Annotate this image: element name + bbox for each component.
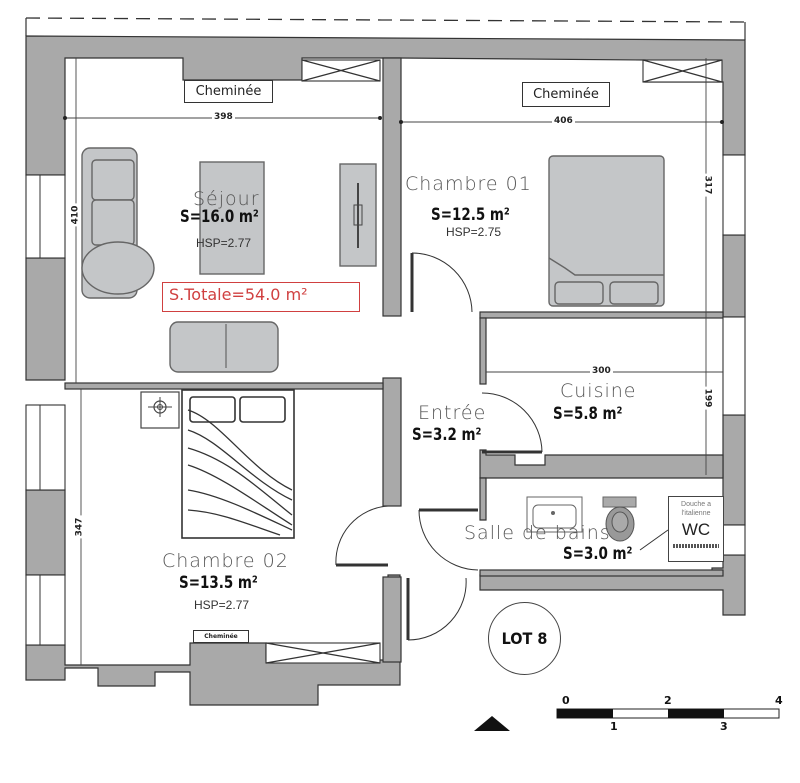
entree-area: S=3.2 m² bbox=[412, 425, 482, 445]
doors bbox=[335, 252, 543, 641]
shower-note-line2: l'italienne bbox=[681, 510, 711, 517]
cuisine-name: Cuisine bbox=[560, 380, 637, 402]
sdb-name: Salle de bains bbox=[464, 522, 611, 544]
shower-note-line1: Douche a bbox=[681, 501, 711, 508]
sejour-furniture bbox=[81, 147, 377, 373]
roofline-dashed bbox=[25, 17, 746, 40]
exterior-walls bbox=[25, 35, 746, 706]
scale-bar bbox=[556, 708, 780, 719]
scale-tick-2: 2 bbox=[664, 694, 672, 707]
chambre02-name: Chambre 02 bbox=[162, 550, 289, 572]
entree-name: Entrée bbox=[418, 402, 487, 424]
sejour-width-dim: 398 bbox=[212, 112, 235, 122]
chambre02-fireplace-label: Cheminée bbox=[193, 630, 249, 643]
scale-tick-4: 4 bbox=[775, 694, 783, 707]
north-arrow-icon bbox=[474, 716, 510, 731]
scale-tick-1: 1 bbox=[610, 720, 618, 733]
cuisine-area: S=5.8 m² bbox=[553, 404, 623, 424]
sejour-area: S=16.0 m² bbox=[180, 207, 259, 227]
ventilation-shafts bbox=[265, 59, 723, 664]
chambre01-fireplace-label: Cheminée bbox=[522, 82, 610, 107]
chambre01-hsp: HSP=2.75 bbox=[446, 225, 502, 239]
total-area-label: S.Totale=54.0 m² bbox=[162, 282, 360, 312]
wc-symbol: WC bbox=[681, 520, 711, 539]
bathroom-fixtures bbox=[526, 496, 669, 551]
windows bbox=[25, 154, 746, 646]
sejour-hsp: HSP=2.77 bbox=[196, 236, 252, 250]
interior-walls bbox=[64, 57, 724, 663]
sejour-height-dim: 410 bbox=[70, 203, 81, 227]
chambre02-height-dim: 347 bbox=[74, 515, 85, 539]
chambre01-area: S=12.5 m² bbox=[431, 205, 510, 225]
shower-drain-icon bbox=[673, 544, 719, 548]
lot-badge: LOT 8 bbox=[488, 602, 561, 675]
chambre01-bed bbox=[548, 155, 665, 307]
cuisine-height-dim: 199 bbox=[702, 386, 713, 410]
scale-tick-0: 0 bbox=[562, 694, 570, 707]
chambre01-height-dim: 317 bbox=[702, 173, 713, 197]
chambre01-name: Chambre 01 bbox=[405, 173, 532, 195]
chambre02-bed bbox=[140, 389, 295, 539]
scale-tick-3: 3 bbox=[720, 720, 728, 733]
cuisine-width-dim: 300 bbox=[590, 366, 613, 376]
chambre02-hsp: HSP=2.77 bbox=[194, 598, 250, 612]
sejour-name: Séjour bbox=[193, 188, 260, 210]
sejour-fireplace-label: Cheminée bbox=[184, 80, 273, 103]
shower-italian-box: Douche a l'italienne WC bbox=[668, 496, 724, 562]
chambre02-area: S=13.5 m² bbox=[179, 573, 258, 593]
chambre01-width-dim: 406 bbox=[552, 116, 575, 126]
sdb-area: S=3.0 m² bbox=[563, 544, 633, 564]
